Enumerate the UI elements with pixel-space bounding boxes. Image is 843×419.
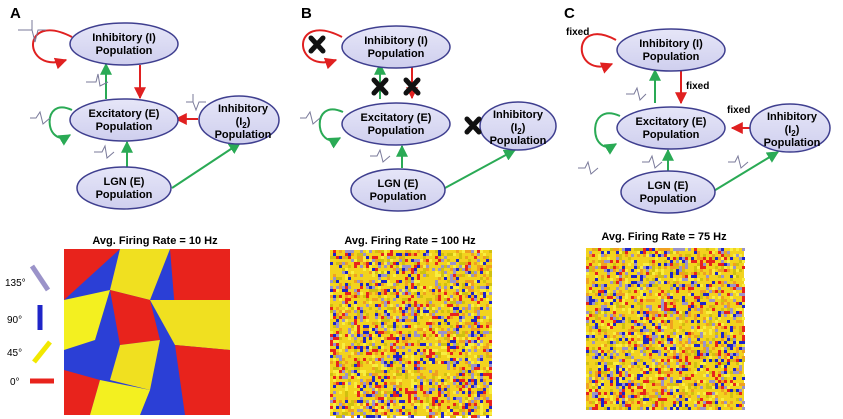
- b-excitatory-label-2: Population: [368, 125, 425, 137]
- panel-b-diagram: Inhibitory (I) Population Excitatory (E)…: [300, 25, 557, 418]
- c-i2-label-1: Inhibitory: [767, 111, 818, 123]
- panel-letter-c: C: [564, 5, 575, 22]
- legend-135-label: 135°: [5, 278, 26, 289]
- a-excitatory-label-2: Population: [96, 121, 153, 133]
- panel-a-diagram: Inhibitory (I) Population Excitatory (E)…: [5, 20, 280, 415]
- b-lgn-label-2: Population: [370, 191, 427, 203]
- a-avg-firing-rate: Avg. Firing Rate = 10 Hz: [92, 235, 218, 247]
- a-lgn-label-1: LGN (E): [104, 176, 145, 188]
- a-i2-label-1: Inhibitory: [218, 103, 269, 115]
- a-self-inhibition-arrow: [32, 29, 73, 70]
- waveform-icon: [300, 110, 391, 163]
- c-lgn-node: LGN (E) Population: [620, 170, 716, 214]
- b-i2-label-2: (I2): [511, 122, 526, 136]
- c-fixed-label-i2-to-e: fixed: [727, 105, 750, 116]
- b-lgn-to-i2-arrow: [444, 149, 517, 189]
- c-excitatory-label-1: Excitatory (E): [636, 116, 707, 128]
- legend-45-label: 45°: [7, 348, 22, 359]
- a-inhibitory-label-1: Inhibitory (I): [92, 32, 156, 44]
- c-inhibitory-node: Inhibitory (I) Population: [616, 28, 726, 72]
- b-i2-label-3: Population: [490, 135, 547, 147]
- a-excitatory-node: Excitatory (E) Population: [69, 98, 179, 142]
- c-excitatory-label-2: Population: [643, 129, 700, 141]
- b-inhibitory-label-2: Population: [368, 48, 425, 60]
- b-excitatory-node: Excitatory (E) Population: [341, 102, 451, 146]
- b-i2-label-1: Inhibitory: [493, 109, 544, 121]
- panel-letter-b: B: [301, 5, 312, 22]
- c-lgn-to-i2-arrow: [711, 151, 780, 193]
- a-lgn-label-2: Population: [96, 189, 153, 201]
- c-inhibitory-label-1: Inhibitory (I): [639, 38, 703, 50]
- a-self-excitation-arrow: [48, 106, 73, 146]
- orientation-legend: 135° 90° 45° 0°: [5, 264, 54, 388]
- c-inhibitory-label-2: Population: [643, 51, 700, 63]
- c-fixed-label-i-to-e: fixed: [686, 81, 709, 92]
- a-inhibitory-node: Inhibitory (I) Population: [69, 22, 179, 66]
- cross-icon: [308, 35, 482, 135]
- b-inhibitory-node: Inhibitory (I) Population: [341, 25, 451, 69]
- b-inhibitory-label-1: Inhibitory (I): [364, 35, 428, 47]
- b-excitatory-label-1: Excitatory (E): [361, 112, 432, 124]
- c-inhibitory2-node: Inhibitory (I2) Population: [749, 103, 831, 153]
- c-self-excitation-arrow: [594, 112, 621, 155]
- b-lgn-node: LGN (E) Population: [350, 168, 446, 212]
- legend-45-bar: [32, 340, 52, 364]
- a-inhibitory2-node: Inhibitory (I2) Population: [198, 95, 280, 145]
- c-lgn-label-1: LGN (E): [648, 180, 689, 192]
- waveform-icon: [578, 86, 749, 175]
- c-avg-firing-rate: Avg. Firing Rate = 75 Hz: [601, 231, 727, 243]
- b-avg-firing-rate: Avg. Firing Rate = 100 Hz: [344, 235, 476, 247]
- a-lgn-node: LGN (E) Population: [76, 166, 172, 210]
- b-inhibitory2-node: Inhibitory (I2) Population: [479, 101, 557, 151]
- waveform-icon: [18, 20, 206, 159]
- a-i2-label-2: (I2): [236, 116, 251, 130]
- c-orientation-map-pixels: [586, 248, 745, 410]
- b-self-excitation-arrow: [318, 108, 344, 149]
- a-excitatory-label-1: Excitatory (E): [89, 108, 160, 120]
- legend-90-label: 90°: [7, 315, 22, 326]
- a-i2-label-3: Population: [215, 129, 272, 141]
- a-inhibitory-label-2: Population: [96, 45, 153, 57]
- b-lgn-label-1: LGN (E): [378, 178, 419, 190]
- a-lgn-to-i2-arrow: [171, 142, 242, 189]
- c-i2-label-2: (I2): [785, 124, 800, 138]
- c-self-inhibition-arrow: [580, 33, 617, 74]
- legend-0-label: 0°: [10, 377, 20, 388]
- c-i2-label-3: Population: [764, 137, 821, 149]
- panel-c-diagram: fixed fixed fixed Inhibitory (I) Populat…: [566, 27, 831, 410]
- panel-letter-a: A: [10, 5, 21, 22]
- a-orientation-map: [64, 249, 230, 415]
- b-self-inhibition-arrow: [302, 29, 343, 70]
- c-lgn-label-2: Population: [640, 193, 697, 205]
- b-orientation-map-pixels: [330, 250, 492, 418]
- c-fixed-label-self: fixed: [566, 27, 589, 38]
- c-excitatory-node: Excitatory (E) Population: [616, 106, 726, 150]
- legend-135-bar: [29, 264, 51, 292]
